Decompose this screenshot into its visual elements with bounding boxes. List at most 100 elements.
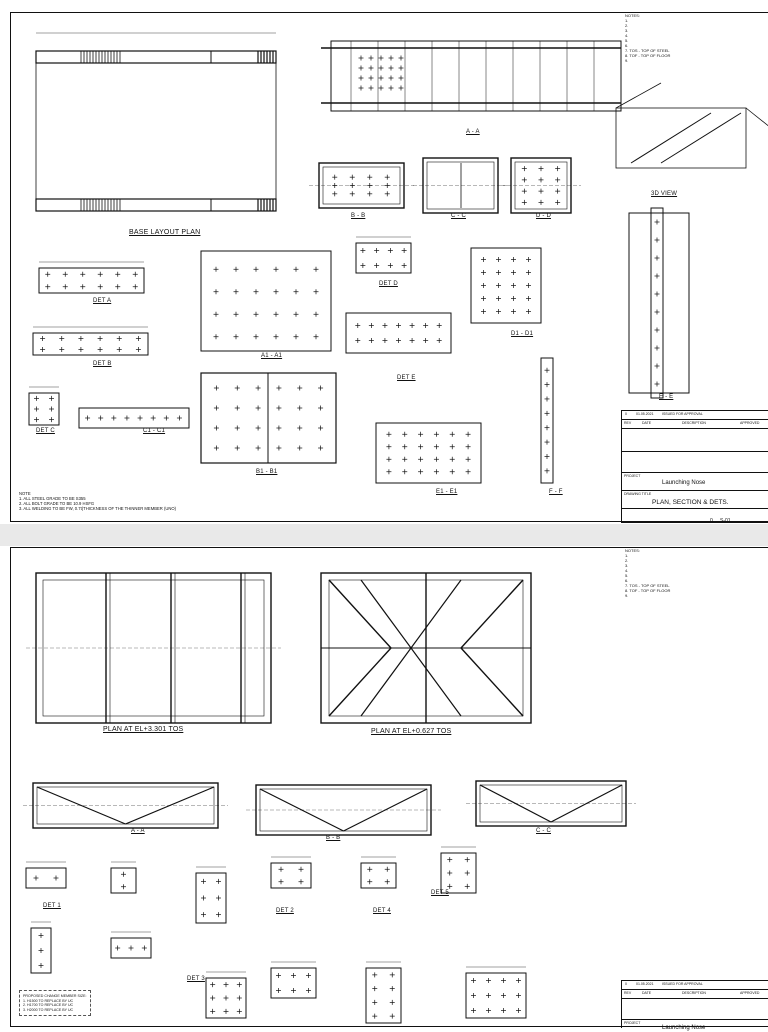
view-title: DET E: [397, 375, 416, 381]
drawing-line: [615, 82, 662, 109]
detail-outline: [110, 937, 152, 959]
title-block: 0 01.05.2021 ISSUED FOR APPROVAL REV DAT…: [621, 410, 768, 524]
view-title: B - B: [351, 213, 366, 219]
view-title: C - C: [451, 213, 466, 219]
detail-outline: [25, 867, 67, 889]
notes-heading: NOTES:: [625, 13, 640, 18]
section-outline: [330, 40, 622, 112]
note-line: 9.: [625, 58, 629, 63]
drawing-line: [460, 579, 524, 649]
proposed-change-note: PROPOSED CHANGE MEMBER SIZE: 1. H1500 TO…: [19, 990, 91, 1017]
view-title: DET A: [93, 298, 112, 304]
plate-outline: [375, 422, 482, 484]
view-title: DET 4: [373, 908, 391, 914]
rev-value: 0: [625, 412, 627, 416]
drawing-line: [36, 786, 126, 825]
note-line: 6.: [625, 578, 629, 583]
detail-outline: [78, 407, 190, 429]
view-title: F - F: [549, 489, 563, 495]
beam-outline: [35, 50, 277, 64]
note-line: 7. TOS - TOP OF STEEL: [625, 48, 670, 53]
detail-outline: [32, 332, 149, 356]
detail-outline: [365, 967, 402, 1024]
detail-outline: [355, 242, 412, 274]
note-line: 1.: [625, 18, 629, 23]
general-notes: NOTE 1. ALL STEEL GRADE TO BE S355 2. AL…: [19, 491, 176, 511]
note-line: 1. H1500 TO REPLACE BY UC: [23, 998, 74, 1003]
view-title: DET 5: [431, 890, 449, 896]
drawing-number: S-01: [720, 518, 731, 524]
beam-outline: [35, 198, 277, 212]
notes-legend: NOTES: 1. 2. 3. 4. 5. 6. 7. TOS - TOP OF…: [625, 13, 670, 63]
view-title: B - B: [326, 835, 341, 841]
drawing-line: [460, 647, 524, 717]
plate-outline: [470, 247, 542, 324]
frame-outline: [318, 162, 405, 209]
note-line: 2.: [625, 23, 629, 28]
header-description: DESCRIPTION: [682, 991, 706, 995]
view-title: DET B: [93, 361, 112, 367]
view-title: 3D VIEW: [651, 191, 678, 197]
note-line: 3.: [625, 563, 629, 568]
drawing-line: [630, 112, 712, 164]
detail-outline: [270, 862, 312, 889]
view-title: C1 - C1: [143, 428, 166, 434]
note-line: 8. TOF - TOP OF FLOOR: [625, 53, 671, 58]
header-rev: REV: [624, 991, 632, 995]
view-title: D1 - D1: [511, 331, 534, 337]
view-title: DET 2: [276, 908, 294, 914]
note-line: 8. TOF - TOP OF FLOOR: [625, 588, 671, 593]
view-title: C - C: [536, 828, 551, 834]
header-description: DESCRIPTION: [682, 421, 706, 425]
detail-outline: [440, 852, 477, 894]
detail-outline: [270, 967, 317, 999]
note-line: 4.: [625, 33, 629, 38]
sheet-2-linework: [23, 572, 636, 1024]
3d-view-outline: [615, 107, 747, 169]
note-line: 3. H2000 TO REPLACE BY UC: [23, 1007, 74, 1012]
rev-description: ISSUED FOR APPROVAL: [662, 982, 703, 986]
note-line: 9.: [625, 593, 629, 598]
rev-value: 0: [625, 982, 627, 986]
sheet-1-linework: [28, 32, 768, 484]
detail-outline: [360, 862, 397, 889]
drawing-line: [328, 647, 392, 717]
detail-outline: [205, 977, 247, 1019]
view-title: E - E: [659, 394, 674, 400]
sheet-rev: 0: [710, 518, 713, 524]
rev-date: 01.05.2021: [636, 412, 654, 416]
plate-outline: [200, 250, 332, 352]
elevation-outline: [628, 212, 690, 394]
project-label: PROJECT: [624, 1021, 641, 1025]
detail-outline: [110, 867, 137, 894]
header-approved: APPROVED: [740, 991, 760, 995]
drawing-line: [660, 112, 742, 164]
detail-outline: [38, 267, 145, 294]
header-date: DATE: [642, 421, 652, 425]
view-title: D - D: [536, 213, 551, 219]
note-line: 1. ALL STEEL GRADE TO BE S355: [19, 496, 86, 501]
view-title: A - A: [131, 828, 145, 834]
note-line: 6.: [625, 43, 629, 48]
notes-heading: NOTES:: [625, 548, 640, 553]
note-line: 5.: [625, 573, 629, 578]
view-title: A - A: [466, 129, 480, 135]
drawing-title: PLAN, SECTION & DETS.: [652, 499, 729, 506]
detail-outline: [465, 972, 527, 1019]
view-title: DET 1: [43, 903, 61, 909]
header-date: DATE: [642, 991, 652, 995]
view-title: PLAN AT EL+0.627 TOS: [371, 728, 452, 735]
view-title: E1 - E1: [436, 489, 458, 495]
detail-outline: [28, 392, 60, 426]
note-line: 5.: [625, 38, 629, 43]
view-title: DET D: [379, 281, 398, 287]
rev-date: 01.05.2021: [636, 982, 654, 986]
drawing-line: [328, 579, 392, 649]
note-line: 4.: [625, 568, 629, 573]
note-line: 2. H1700 TO REPLACE BY UC: [23, 1003, 74, 1008]
note-line: 2.: [625, 558, 629, 563]
header-approved: APPROVED: [740, 421, 760, 425]
drawing-title-label: DRAWING TITLE: [624, 492, 652, 496]
sheet-separator: [0, 524, 768, 546]
detail-outline: [345, 312, 452, 354]
